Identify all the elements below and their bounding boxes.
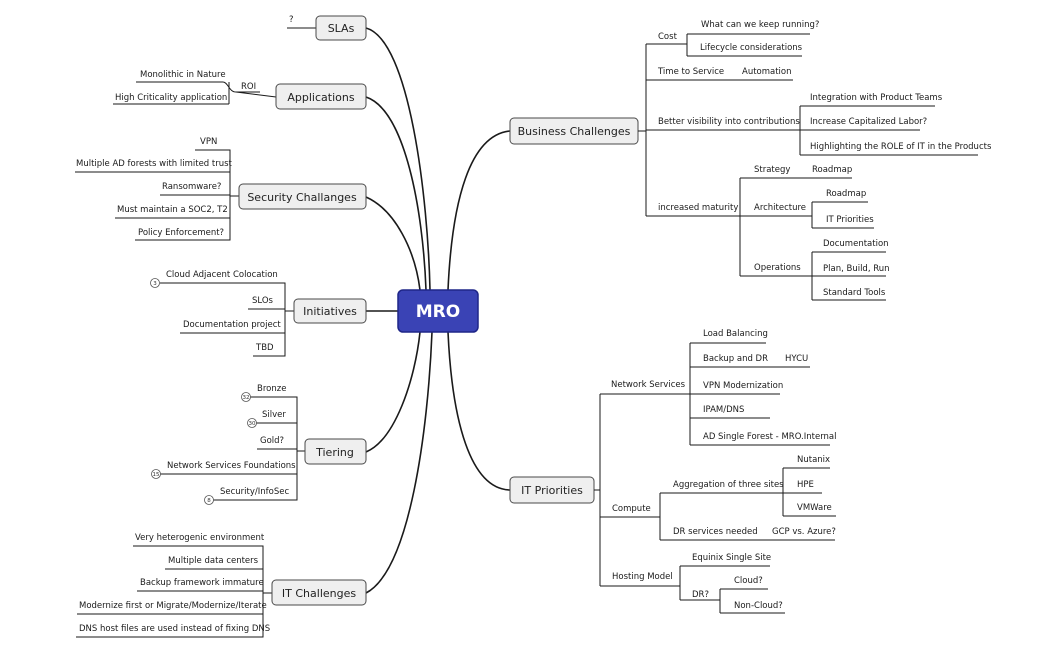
compute-gcp-azure: GCP vs. Azure?	[772, 527, 836, 537]
maturity-architecture: Architecture	[754, 203, 806, 213]
aggregation-item: VMWare	[797, 503, 832, 513]
maturity-strategy: Strategy	[754, 165, 790, 175]
sla-item: ?	[289, 15, 294, 25]
architecture-item: Roadmap	[826, 189, 866, 199]
branch-label-security: Security Challanges	[247, 191, 357, 204]
network-item: VPN Modernization	[703, 381, 783, 391]
cost-item: Lifecycle considerations	[700, 43, 803, 53]
architecture-item: IT Priorities	[826, 215, 874, 225]
business-cost: Cost	[658, 32, 678, 42]
branch-business[interactable]: Business Challenges Cost What can we kee…	[509, 20, 992, 301]
count-badge-text: 15	[153, 472, 160, 478]
network-item: Load Balancing	[703, 329, 768, 339]
tiering-item: Silver	[262, 410, 286, 420]
count-badge-text: 3	[153, 281, 157, 287]
compute-dr-needed: DR services needed	[673, 527, 758, 537]
branch-security[interactable]: VPN Multiple AD forests with limited tru…	[75, 137, 367, 241]
aggregation-item: HPE	[797, 480, 814, 490]
maturity-operations: Operations	[754, 263, 801, 273]
trunk-lines	[365, 27, 511, 594]
network-hycu: HYCU	[785, 354, 808, 364]
app-item: High Criticality application	[115, 93, 227, 103]
dr-item: Non-Cloud?	[734, 601, 783, 611]
visibility-item: Increase Capitalized Labor?	[810, 117, 927, 127]
security-item: Policy Enforcement?	[138, 228, 224, 238]
count-badge	[204, 495, 214, 505]
branch-applications[interactable]: ROI Monolithic in Nature High Criticalit…	[113, 70, 367, 110]
count-badge	[150, 278, 160, 288]
visibility-item: Highlighting the ROLE of IT in the Produ…	[810, 142, 992, 152]
count-badge	[151, 469, 161, 479]
tiering-item: Security/InfoSec	[220, 487, 289, 497]
security-item: Ransomware?	[162, 182, 221, 192]
initiative-item: Cloud Adjacent Colocation	[166, 270, 278, 280]
it-challenge-item: Backup framework immature	[140, 578, 264, 588]
branch-it-challenges[interactable]: Very heterogenic environment Multiple da…	[76, 533, 367, 638]
it-challenge-item: Modernize first or Migrate/Modernize/Ite…	[79, 601, 267, 611]
roi-label: ROI	[241, 82, 256, 92]
network-item: IPAM/DNS	[703, 405, 744, 415]
network-item: AD Single Forest - MRO.Internal	[703, 432, 837, 442]
network-item: Backup and DR	[703, 354, 768, 364]
branch-label-it-priorities: IT Priorities	[521, 484, 583, 497]
aggregation-item: Nutanix	[797, 455, 830, 465]
branch-label-tiering: Tiering	[315, 446, 354, 459]
hosting-equinix: Equinix Single Site	[692, 553, 771, 563]
operations-item: Standard Tools	[823, 288, 886, 298]
branch-label-business: Business Challenges	[518, 125, 631, 138]
root-label: MRO	[416, 302, 460, 322]
operations-item: Plan, Build, Run	[823, 264, 890, 274]
it-compute: Compute	[612, 504, 651, 514]
branch-label-applications: Applications	[287, 91, 354, 104]
hosting-dr: DR?	[692, 590, 709, 600]
branch-initiatives[interactable]: 3 Cloud Adjacent Colocation SLOs Documen…	[150, 270, 367, 357]
business-automation: Automation	[742, 67, 792, 77]
security-item: Must maintain a SOC2, T2	[117, 205, 228, 215]
security-item: Multiple AD forests with limited trust	[76, 159, 233, 169]
cost-item: What can we keep running?	[701, 20, 819, 30]
initiative-item: Documentation project	[183, 320, 281, 330]
branch-label-it-challenges: IT Challenges	[282, 587, 356, 600]
branch-label-slas: SLAs	[328, 22, 355, 35]
business-time-to-service: Time to Service	[657, 67, 724, 77]
branch-slas[interactable]: ? SLAs	[287, 15, 367, 41]
initiative-item: TBD	[255, 343, 274, 353]
business-visibility: Better visibility into contributions	[658, 117, 800, 127]
tiering-item: Gold?	[260, 436, 284, 446]
business-maturity: increased maturity	[658, 203, 738, 213]
compute-aggregation: Aggregation of three sites	[673, 480, 784, 490]
branch-tiering[interactable]: 32 30 15 8 Bronze Silver Gold? Network S…	[151, 384, 367, 505]
count-badge	[247, 418, 257, 428]
it-challenge-item: DNS host files are used instead of fixin…	[79, 624, 270, 634]
security-item: VPN	[200, 137, 217, 147]
count-badge-text: 30	[249, 421, 256, 427]
dr-item: Cloud?	[734, 576, 763, 586]
it-challenge-item: Multiple data centers	[168, 556, 259, 566]
count-badge-text: 8	[207, 498, 211, 504]
initiative-item: SLOs	[252, 296, 274, 306]
strategy-item: Roadmap	[812, 165, 852, 175]
tiering-item: Bronze	[257, 384, 286, 394]
operations-item: Documentation	[823, 239, 889, 249]
branch-label-initiatives: Initiatives	[303, 305, 357, 318]
count-badge-text: 32	[243, 395, 250, 401]
tiering-item: Network Services Foundations	[167, 461, 296, 471]
root-node[interactable]: MRO	[397, 289, 479, 333]
branch-it-priorities[interactable]: IT Priorities Network Services Load Bala…	[509, 329, 837, 614]
count-badge	[241, 392, 251, 402]
it-network-services: Network Services	[611, 380, 686, 390]
app-item: Monolithic in Nature	[140, 70, 226, 80]
it-challenge-item: Very heterogenic environment	[135, 533, 265, 543]
it-hosting-model: Hosting Model	[612, 572, 673, 582]
visibility-item: Integration with Product Teams	[810, 93, 943, 103]
